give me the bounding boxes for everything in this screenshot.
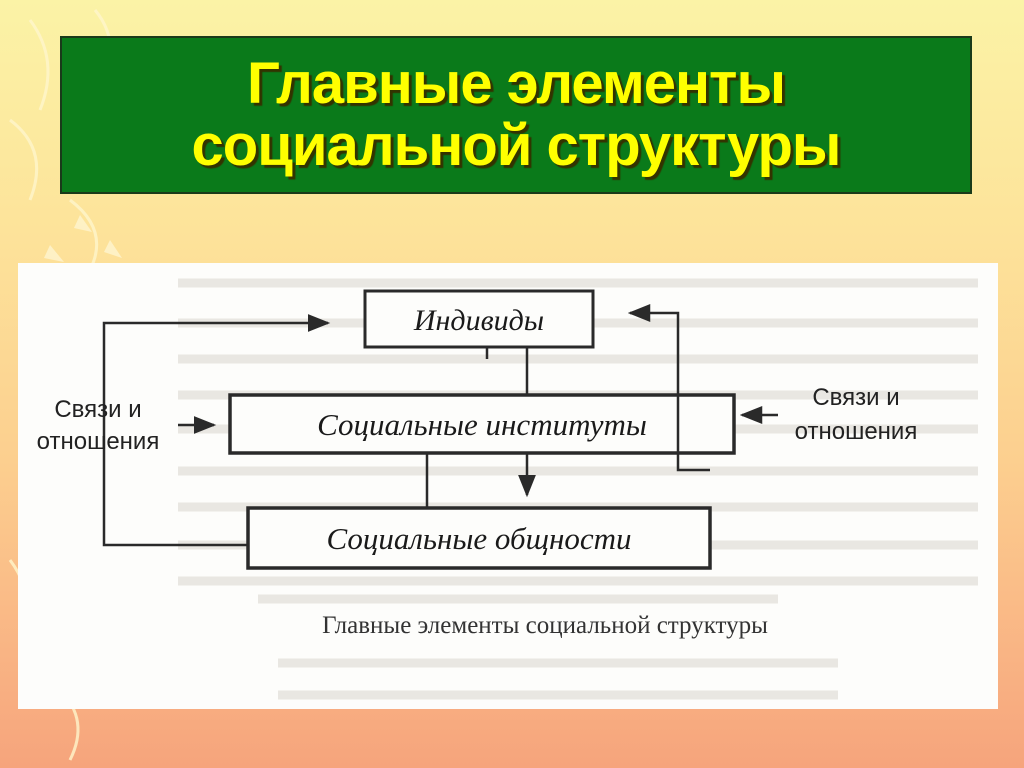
node-individuals-label: Индивиды: [413, 304, 544, 337]
right-relations-line-2: отношения: [795, 418, 918, 445]
structure-diagram: Индивиды Социальные институты Социальные…: [37, 278, 978, 700]
right-relations-line-1: Связи и: [812, 384, 899, 411]
slide-title-line-1: Главные элементы: [247, 51, 786, 116]
left-relations-line-2: отношения: [37, 428, 160, 455]
node-communities-label: Социальные общности: [326, 521, 631, 556]
node-institutions-label: Социальные институты: [317, 407, 647, 442]
left-relations-line-1: Связи и: [54, 396, 141, 423]
figure-caption: Главные элементы социальной структуры: [322, 612, 768, 639]
right-relations-label: Связи и отношения: [795, 384, 918, 445]
node-communities: Социальные общности: [246, 506, 712, 570]
slide-title-line-2: социальной структуры: [191, 113, 842, 178]
diagram-panel: Индивиды Социальные институты Социальные…: [18, 263, 998, 709]
node-individuals: Индивиды: [363, 289, 595, 349]
left-relations-label: Связи и отношения: [37, 396, 160, 455]
node-institutions: Социальные институты: [228, 393, 736, 455]
diagram-connectors: [102, 304, 778, 547]
title-banner: Главные элементы социальной структуры: [60, 36, 972, 194]
